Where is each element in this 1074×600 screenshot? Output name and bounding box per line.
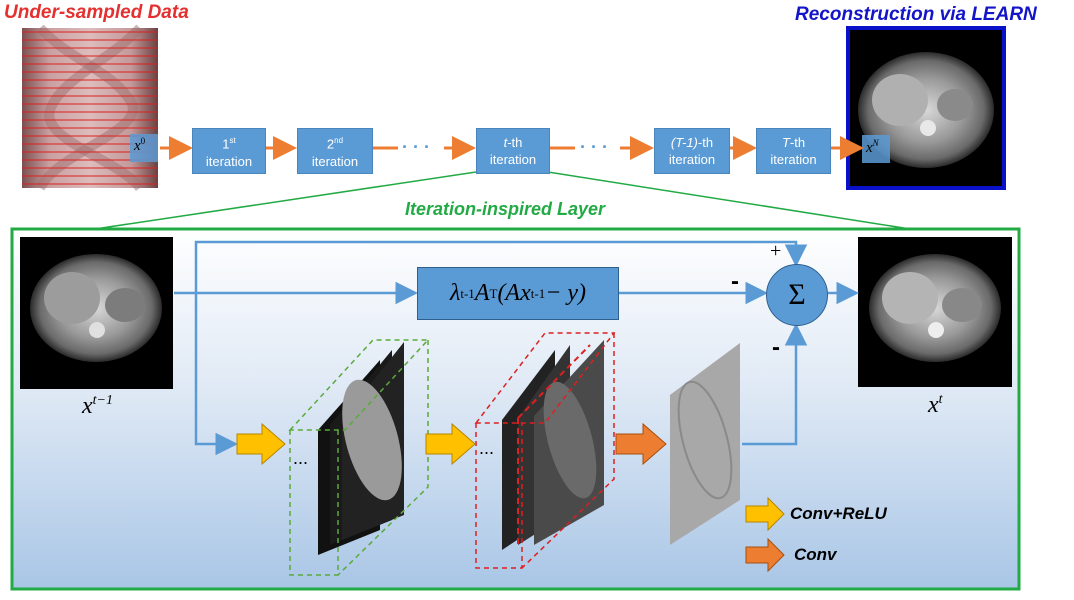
- legend-conv-relu-label: Conv+ReLU: [790, 504, 887, 523]
- residual-map: [670, 343, 740, 545]
- sinogram-image: [22, 24, 158, 192]
- layer-output-ct-image: [858, 237, 1012, 387]
- feature-stack-1: [288, 339, 430, 576]
- ellipsis-1: · · ·: [402, 137, 430, 157]
- stack-ellipsis-2: ...: [479, 438, 495, 458]
- iteration-box-1: 1st iteration: [192, 128, 266, 174]
- input-label: xt−1: [82, 393, 113, 419]
- ellipsis-2: · · ·: [580, 137, 608, 157]
- iteration-box-T: T-th iteration: [756, 128, 831, 174]
- x0-box: [130, 134, 158, 162]
- legend-conv-label: Conv: [794, 545, 837, 564]
- under-sampled-title: Under-sampled Data: [4, 2, 189, 23]
- iteration-box-t-minus-1: (T-1)-th iteration: [654, 128, 730, 174]
- input-ct-image: [20, 237, 173, 389]
- plus-sign: +: [770, 240, 782, 262]
- stack-ellipsis-1: ...: [293, 448, 309, 468]
- conv-relu-arrow-1: [236, 422, 286, 466]
- feature-stack-2: [474, 332, 616, 569]
- iteration-box-2: 2nd iteration: [297, 128, 373, 174]
- xN-label: xN: [866, 138, 879, 156]
- conv-arrow-main: [615, 422, 667, 466]
- legend-conv-relu-icon: [745, 496, 785, 532]
- layer-title: Iteration-inspired Layer: [405, 199, 606, 219]
- xN-box: [862, 135, 890, 163]
- sum-node: Σ: [766, 264, 828, 326]
- output-ct-image: [846, 26, 1006, 190]
- conv-relu-arrow-2: [425, 422, 476, 466]
- iteration-box-t: t-th iteration: [476, 128, 550, 174]
- reconstruction-title: Reconstruction via LEARN: [795, 4, 1037, 25]
- minus-sign-residual: -: [772, 334, 780, 361]
- x0-label: x0: [134, 136, 146, 154]
- zoom-line-left: [94, 171, 477, 230]
- legend-conv-icon: [745, 537, 785, 573]
- output-label: xt: [928, 392, 943, 418]
- zoom-line-right: [547, 171, 911, 230]
- minus-sign-fidelity: -: [731, 268, 739, 295]
